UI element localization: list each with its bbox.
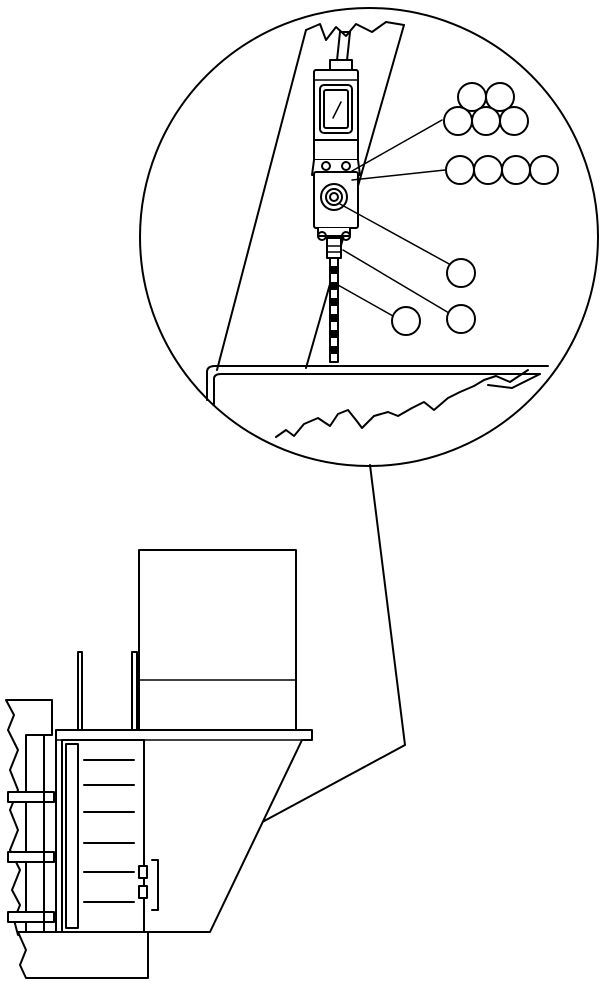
callout-bubble: [391, 306, 421, 336]
callout-bubble: [485, 82, 515, 112]
callout-bubble: [446, 304, 476, 334]
panel-torn-top: [305, 21, 405, 41]
sensor-needle: [332, 101, 342, 119]
callout-bubble: [446, 258, 476, 288]
left-wall: [5, 699, 55, 936]
cabinet: [138, 549, 297, 731]
callout-bubble: [499, 106, 529, 136]
callout-group-b: [445, 155, 559, 185]
callout-bubble: [471, 106, 501, 136]
detail-circle: [139, 7, 599, 467]
terminal-box: [313, 171, 359, 241]
callout-bubble: [529, 155, 559, 185]
leader-lines: [337, 119, 452, 317]
sensor-housing: [311, 69, 361, 176]
callout-group-a: [443, 82, 529, 136]
connector-ring: [320, 183, 348, 211]
striped-lead: [329, 257, 339, 363]
foundation: [17, 931, 149, 979]
callout-bubble: [473, 155, 503, 185]
probe-assembly: [326, 237, 342, 363]
callout-bubble: [445, 155, 475, 185]
detail-view: [139, 7, 599, 467]
callout-bubble: [501, 155, 531, 185]
ladder: [83, 759, 135, 903]
plate-torn-edge: [275, 369, 529, 438]
equipment-overview: [5, 549, 313, 979]
sensor-mount-marker: [138, 859, 159, 911]
callout-single: [391, 258, 476, 336]
sensor-window: [319, 84, 353, 134]
base-plate: [206, 365, 549, 438]
callout-bubble: [443, 106, 473, 136]
